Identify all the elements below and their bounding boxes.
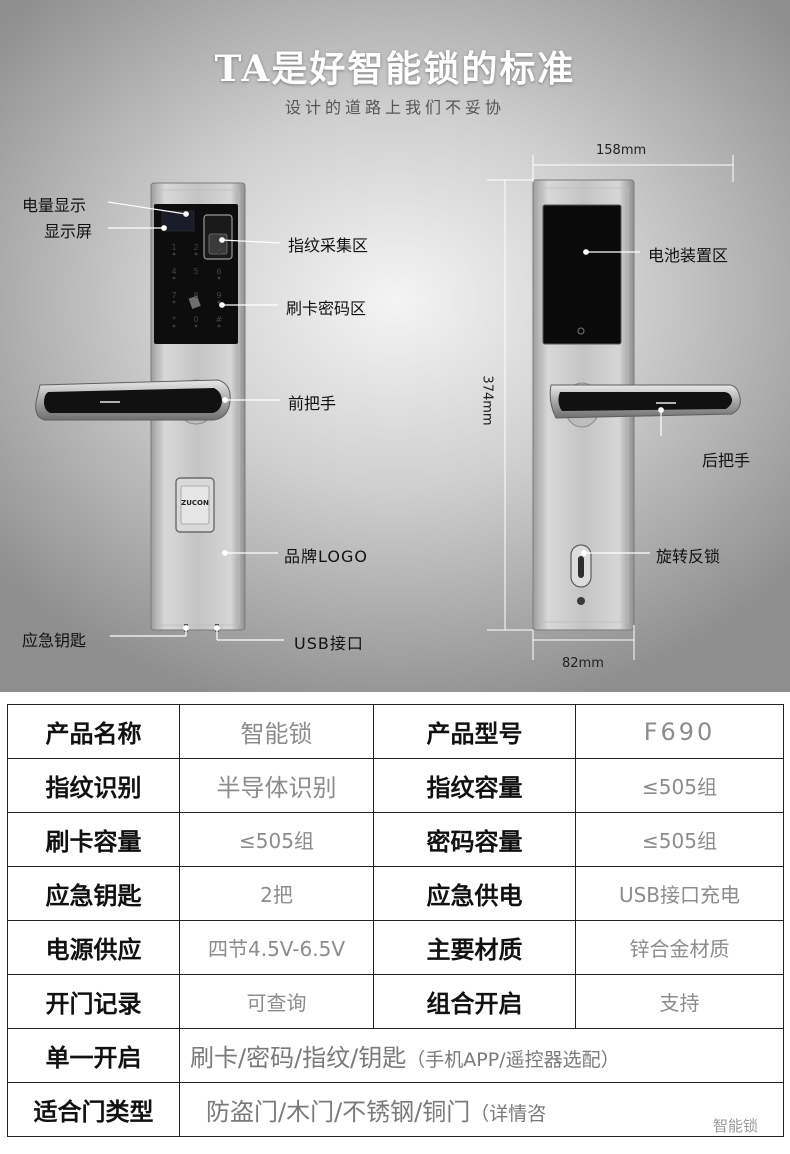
keypad-digit: 5 [193, 267, 198, 276]
table-row: 电源供应 四节4.5V-6.5V 主要材质 锌合金材质 [7, 920, 784, 975]
keypad-digit: 6 [216, 267, 221, 276]
brand-logo-text: ZUCON [181, 499, 209, 507]
spec-key: 应急钥匙 [7, 866, 180, 921]
spec-value: F690 [575, 704, 784, 759]
spec-key: 产品名称 [7, 704, 180, 759]
table-row: 单一开启 刷卡/密码/指纹/钥匙（手机APP/遥控器选配） [7, 1028, 784, 1083]
spec-value: ≤505组 [575, 758, 784, 813]
door-types: 防盗门/木门/不锈钢/铜门 [206, 1098, 471, 1126]
spec-key: 指纹识别 [7, 758, 180, 813]
callout-card-password-area: 刷卡密码区 [286, 299, 367, 318]
table-row: 应急钥匙 2把 应急供电 USB接口充电 [7, 866, 784, 921]
spec-key: 应急供电 [373, 866, 576, 921]
table-row: 开门记录 可查询 组合开启 支持 [7, 974, 784, 1029]
keypad-digit: # [216, 315, 223, 324]
card-reader-mark [188, 295, 201, 310]
spec-value: 支持 [575, 974, 784, 1029]
keypad-digit: 1 [171, 243, 176, 252]
battery-cover-shape [542, 204, 622, 345]
keypad-digit: 9 [216, 291, 221, 300]
callout-front-handle: 前把手 [288, 394, 337, 413]
lock-drawing: 1 2 3 4 5 6 7 8 9 * 0 # [35, 179, 741, 632]
callout-battery-area: 电池装置区 [648, 246, 729, 265]
callout-emergency-key: 应急钥匙 [22, 631, 87, 650]
callout-usb-port: USB接口 [294, 634, 364, 653]
table-row: 产品名称 智能锁 产品型号 F690 [7, 704, 784, 759]
spec-value: ≤505组 [179, 812, 374, 867]
keypad-digit: 2 [193, 243, 198, 252]
spec-key: 组合开启 [373, 974, 576, 1029]
keypad-digit: 4 [171, 267, 176, 276]
spec-key: 密码容量 [373, 812, 576, 867]
callout-rear-handle: 后把手 [702, 451, 751, 470]
spec-value-wide: 防盗门/木门/不锈钢/铜门（详情咨 [179, 1082, 784, 1137]
table-row: 指纹识别 半导体识别 指纹容量 ≤505组 [7, 758, 784, 813]
spec-value-wide: 刷卡/密码/指纹/钥匙（手机APP/遥控器选配） [179, 1028, 784, 1083]
product-diagram: TA是好智能锁的标准 设计的道路上我们不妥协 [0, 0, 790, 692]
spec-key: 电源供应 [7, 920, 180, 975]
spec-value: 可查询 [179, 974, 374, 1029]
dimension-height: 374mm [479, 375, 495, 426]
table-row: 刷卡容量 ≤505组 密码容量 ≤505组 [7, 812, 784, 867]
single-open-methods: 刷卡/密码/指纹/钥匙 [190, 1044, 407, 1072]
spec-key: 产品型号 [373, 704, 576, 759]
door-type-note: （详情咨 [470, 1103, 547, 1125]
keypad-digit: 0 [193, 315, 198, 324]
keypad-digit: * [172, 315, 176, 324]
dimension-width-bottom: 82mm [562, 656, 604, 671]
keypad-digit: 3 [216, 243, 221, 252]
spec-value: 锌合金材质 [575, 920, 784, 975]
callout-rotate-lock: 旋转反锁 [656, 547, 721, 566]
spec-value: 智能锁 [179, 704, 374, 759]
spec-value: ≤505组 [575, 812, 784, 867]
spec-key: 开门记录 [7, 974, 180, 1029]
spec-key: 指纹容量 [373, 758, 576, 813]
watermark: 智能锁 [708, 1115, 762, 1136]
page-title: TA是好智能锁的标准 [214, 48, 576, 90]
page-subtitle: 设计的道路上我们不妥协 [284, 98, 505, 117]
keypad-digit: 7 [171, 291, 176, 300]
front-lock [35, 182, 246, 632]
spec-value: 2把 [179, 866, 374, 921]
spec-key: 适合门类型 [7, 1082, 180, 1137]
spec-key: 单一开启 [7, 1028, 180, 1083]
spec-table: 产品名称 智能锁 产品型号 F690 指纹识别 半导体识别 指纹容量 ≤505组… [7, 704, 784, 1137]
callout-fingerprint-area: 指纹采集区 [288, 236, 369, 255]
callout-battery-display: 电量显示 [22, 196, 87, 215]
keypad-digit: 8 [193, 291, 198, 300]
spec-value: USB接口充电 [575, 866, 784, 921]
spec-value: 四节4.5V-6.5V [179, 920, 374, 975]
table-row: 适合门类型 防盗门/木门/不锈钢/铜门（详情咨 [7, 1082, 784, 1137]
dimension-width-top: 158mm [596, 143, 647, 158]
rear-lock [532, 179, 741, 631]
spec-value: 半导体识别 [179, 758, 374, 813]
callout-display-screen: 显示屏 [44, 222, 93, 241]
callout-brand-logo: 品牌LOGO [284, 547, 368, 566]
spec-key: 主要材质 [373, 920, 576, 975]
single-open-note: （手机APP/遥控器选配） [406, 1049, 620, 1071]
spec-key: 刷卡容量 [7, 812, 180, 867]
